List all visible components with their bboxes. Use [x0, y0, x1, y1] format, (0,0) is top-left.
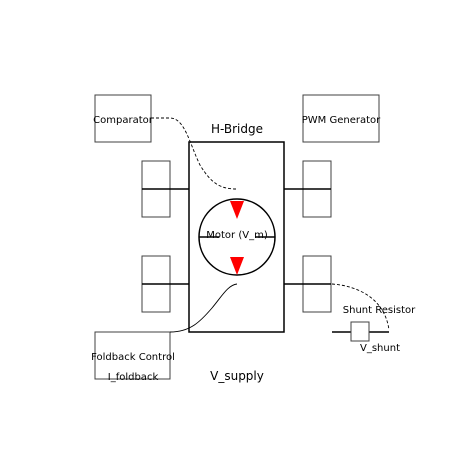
foldback-control-box: [94, 331, 171, 380]
shunt-sense-path: [331, 283, 390, 331]
vshunt-label: V_shunt: [360, 343, 400, 354]
foldback-curve: [169, 283, 238, 333]
hbridge-box: [188, 141, 285, 333]
foldback-current-label: I_foldback: [108, 372, 159, 383]
pwm-generator-label: PWM Generator: [302, 115, 381, 126]
hbridge-label: H-Bridge: [211, 122, 263, 136]
foldback-control-label: Foldback Control: [91, 352, 175, 363]
current-arrow-top: [230, 201, 244, 219]
comparator-label: Comparator: [93, 115, 154, 126]
pwm-generator-box: [302, 94, 380, 143]
comparator-box: [94, 94, 152, 143]
current-arrow-bottom: [230, 257, 244, 275]
vsupply-label: V_supply: [210, 369, 264, 383]
shunt-resistor-box: [350, 321, 370, 342]
motor-label: Motor (V_m): [206, 230, 268, 241]
comparator-feedback-path: [151, 117, 238, 190]
shunt-resistor-label: Shunt Resistor: [343, 305, 416, 316]
